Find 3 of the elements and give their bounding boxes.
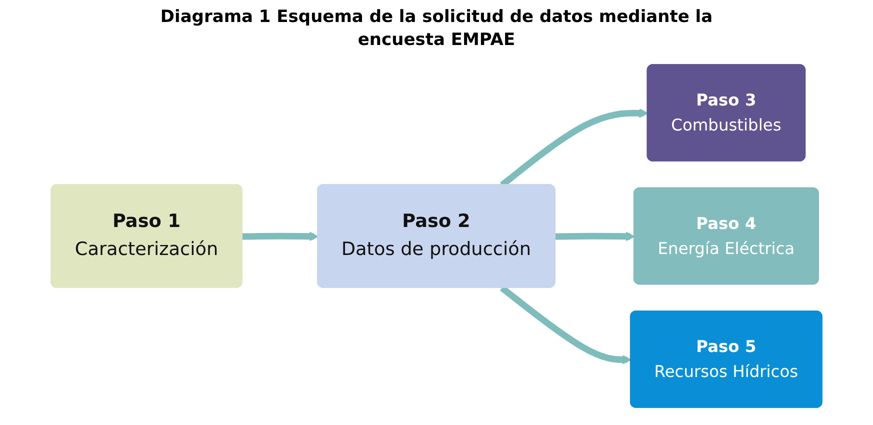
arrow [555,232,635,242]
diagram-title: Diagrama 1 Esquema de la solicitud de datos mediante la encuesta EMPAE [159,6,714,52]
arrow [242,232,319,242]
